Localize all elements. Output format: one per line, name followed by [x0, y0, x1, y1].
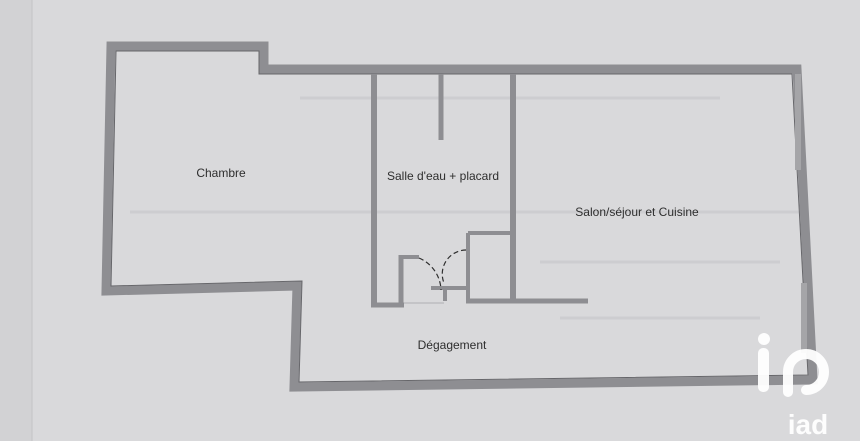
outer-wall: [101, 41, 818, 392]
logo-dot: [758, 333, 770, 345]
closet-door-swing-arc: [441, 249, 467, 284]
room-label-salon: Salon/séjour et Cuisine: [575, 205, 699, 219]
iad-logo: iad: [758, 333, 829, 440]
logo-stem: [758, 348, 769, 392]
room-label-chambre: Chambre: [196, 166, 246, 180]
room-label-degagement: Dégagement: [418, 338, 487, 352]
brand-name: iad: [788, 409, 828, 440]
paper-left-margin: [0, 0, 32, 441]
door-swing-arc: [418, 257, 442, 291]
closet-wall: [466, 231, 513, 302]
room-label-salle-eau: Salle d'eau + placard: [387, 169, 499, 183]
window-upper: [795, 74, 801, 170]
outer-wall-inner-edge: [110, 50, 809, 383]
logo-loop: [783, 349, 829, 397]
window-lower: [801, 283, 807, 353]
